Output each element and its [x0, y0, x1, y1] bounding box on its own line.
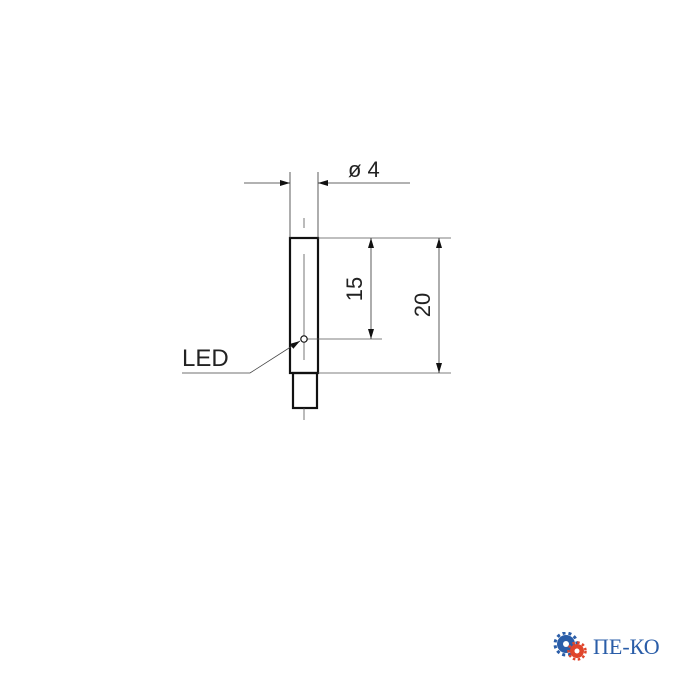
- gears-icon: [553, 632, 587, 661]
- company-logo: ПЕ-КО: [553, 632, 660, 662]
- led-leader: [182, 340, 301, 374]
- diameter-label: ø 4: [348, 157, 380, 182]
- led-indicator: [300, 335, 308, 343]
- diameter-dimension: [244, 172, 410, 238]
- sensor-connector: [291, 371, 319, 410]
- extension-lines: [304, 237, 451, 374]
- dimension-15-label: 15: [342, 277, 367, 301]
- led-label: LED: [182, 345, 229, 372]
- dimension-20-label: 20: [410, 293, 435, 317]
- logo-text: ПЕ-КО: [593, 634, 660, 659]
